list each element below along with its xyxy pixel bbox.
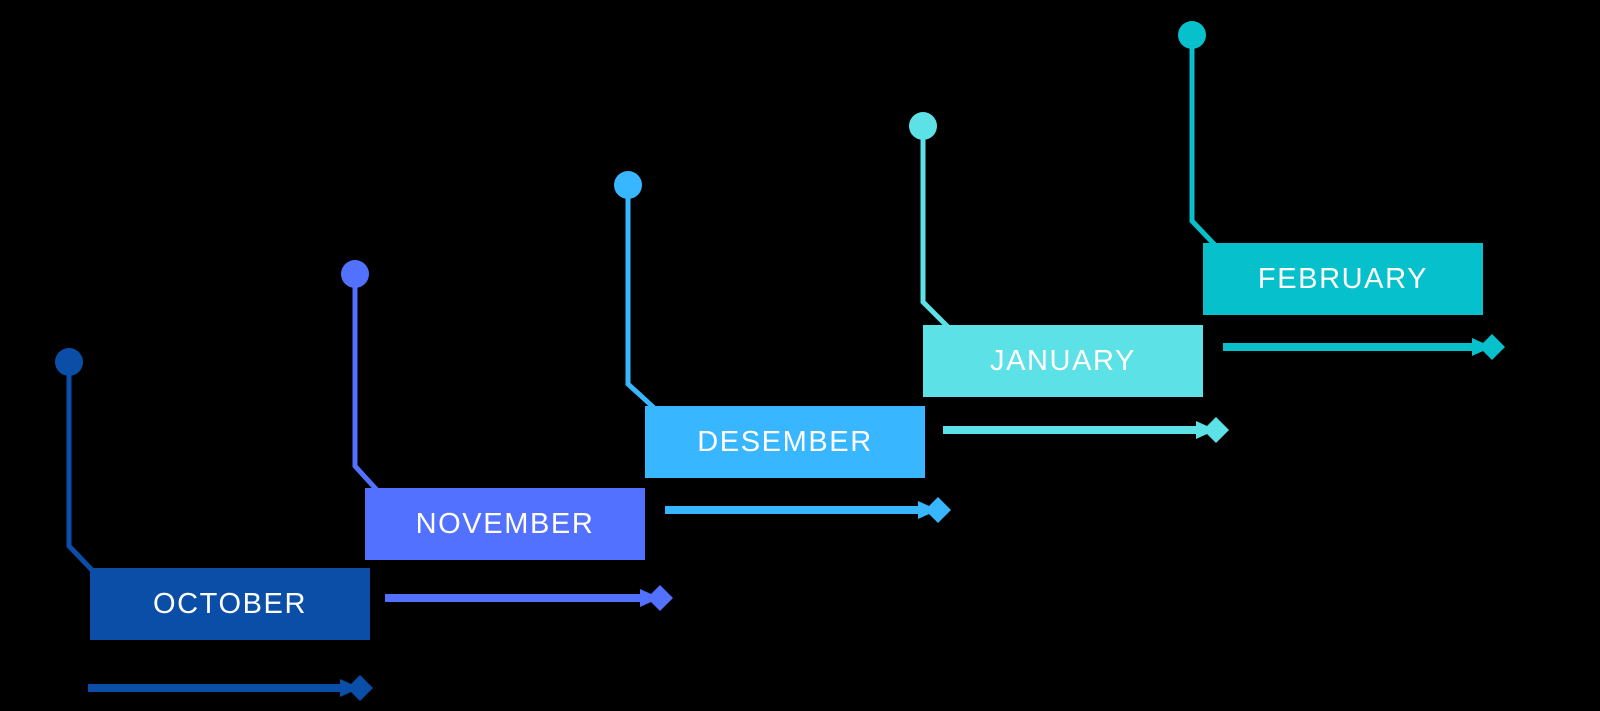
step-group-desember[interactable] — [614, 171, 951, 523]
step-box-january[interactable] — [923, 325, 1203, 397]
step-connector-january — [920, 137, 950, 329]
step-marker-dot-desember[interactable] — [614, 171, 642, 199]
step-group-february[interactable] — [1178, 21, 1505, 360]
step-arrow-january — [943, 421, 1216, 439]
step-box-february[interactable] — [1203, 243, 1483, 315]
step-group-november[interactable] — [341, 260, 673, 611]
step-arrow-diamond-october — [347, 675, 373, 701]
step-connector-desember — [625, 196, 656, 410]
step-arrow-november — [385, 589, 660, 607]
step-marker-dot-february[interactable] — [1178, 21, 1206, 49]
step-connector-november — [352, 285, 379, 492]
step-box-november[interactable] — [365, 488, 645, 560]
step-connector-october — [66, 373, 94, 572]
step-marker-dot-january[interactable] — [909, 112, 937, 140]
step-arrow-february — [1223, 338, 1492, 356]
step-connector-february — [1189, 46, 1217, 247]
step-arrow-diamond-desember — [925, 497, 951, 523]
step-arrow-desember — [665, 501, 938, 519]
step-arrow-diamond-november — [647, 585, 673, 611]
step-group-january[interactable] — [909, 112, 1229, 443]
step-marker-dot-november[interactable] — [341, 260, 369, 288]
step-group-october[interactable] — [55, 348, 373, 701]
step-arrow-diamond-february — [1479, 334, 1505, 360]
step-box-october[interactable] — [90, 568, 370, 640]
step-arrow-october — [88, 679, 360, 697]
step-box-desember[interactable] — [645, 406, 925, 478]
step-arrow-diamond-january — [1203, 417, 1229, 443]
step-marker-dot-october[interactable] — [55, 348, 83, 376]
